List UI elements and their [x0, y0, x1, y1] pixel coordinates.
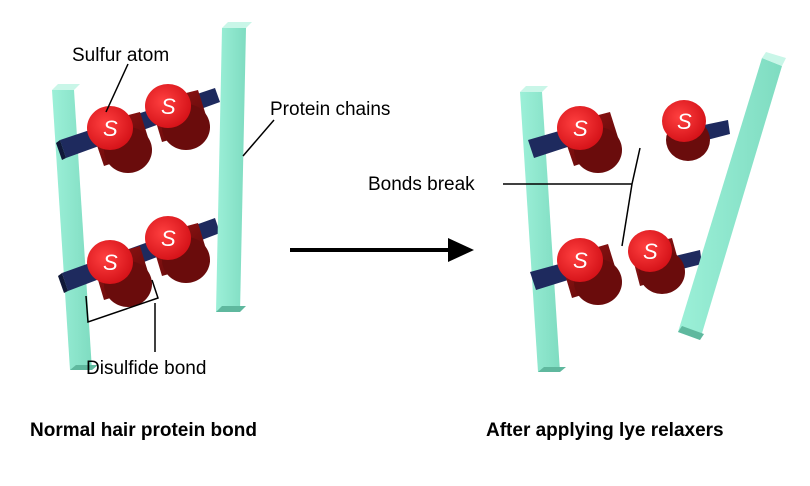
bonds-break-leader-top — [631, 147, 641, 185]
sulfur-atom-leader — [105, 63, 129, 113]
transition-arrow — [290, 238, 474, 262]
sulfur-symbol: S — [103, 116, 118, 141]
sulfur-symbol: S — [161, 94, 176, 119]
protein-chains-label: Protein chains — [270, 99, 390, 120]
sulfur-atom-right-2: S — [662, 100, 710, 161]
sulfur-atom-left-1: S — [87, 106, 152, 173]
left-structure: S S S S Sulfur atom — [30, 22, 390, 441]
sulfur-symbol: S — [677, 109, 692, 134]
protein-chain-right-2 — [678, 52, 786, 340]
protein-chain-left-2 — [216, 22, 252, 312]
sulfur-symbol: S — [643, 239, 658, 264]
protein-chains-leader — [242, 119, 275, 157]
bonds-break-label: Bonds break — [368, 174, 475, 195]
sulfur-symbol: S — [573, 248, 588, 273]
sulfur-symbol: S — [103, 250, 118, 275]
sulfur-atom-label: Sulfur atom — [72, 45, 169, 66]
caption-right: After applying lye relaxers — [486, 420, 724, 441]
sulfur-atom-left-2: S — [145, 84, 210, 150]
disulfide-bond-bracket — [85, 279, 159, 324]
sulfur-atom-left-3: S — [87, 240, 152, 307]
sulfur-symbol: S — [573, 116, 588, 141]
sulfur-atom-right-1: S — [557, 106, 622, 173]
sulfur-atom-right-3: S — [557, 238, 622, 305]
sulfur-atom-right-4: S — [628, 230, 685, 294]
disulfide-bond-label: Disulfide bond — [86, 358, 206, 379]
caption-left: Normal hair protein bond — [30, 420, 257, 441]
bonds-break-leader-bottom — [621, 183, 633, 247]
sulfur-symbol: S — [161, 226, 176, 251]
protein-chain-right-1 — [520, 86, 566, 372]
sulfur-atom-left-4: S — [145, 216, 210, 283]
right-structure: S S S S Bonds break — [368, 52, 786, 441]
